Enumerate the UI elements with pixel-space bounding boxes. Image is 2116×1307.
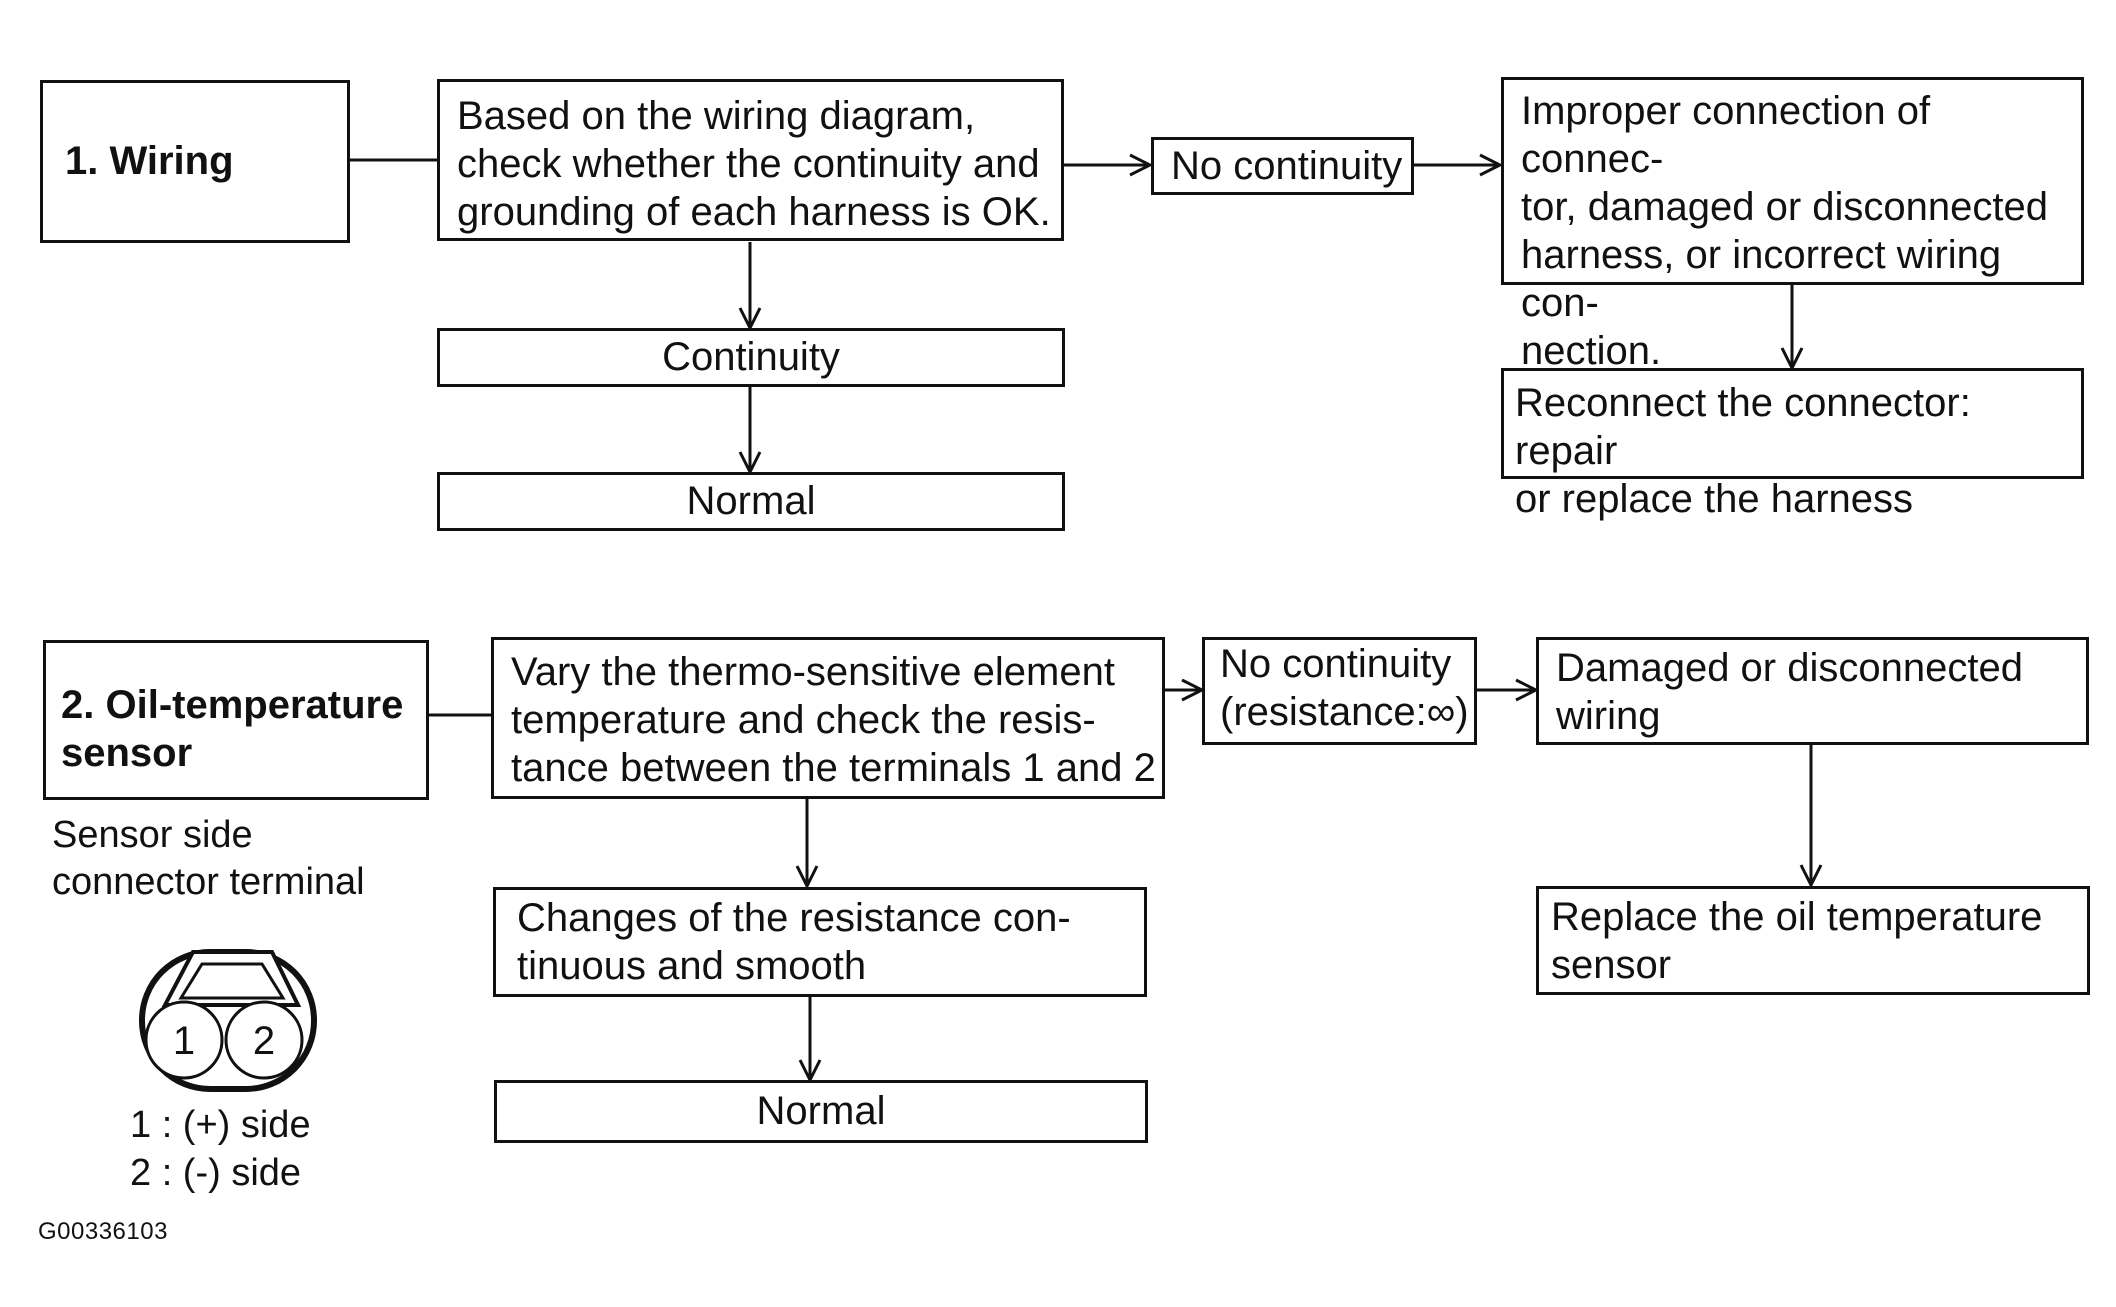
figure-code: G00336103 (38, 1218, 168, 1245)
pin-2-label: 2 (253, 1019, 275, 1063)
sensor-changes-box: Changes of the resistance con- tinuous a… (493, 887, 1147, 997)
step-2-oil-temperature-sensor-box: 2. Oil-temperature sensor (43, 640, 429, 800)
step-1-wiring-box: 1. Wiring (40, 80, 350, 243)
connector-terminal-icon: 1 2 (139, 949, 317, 1092)
wiring-remedy-box: Reconnect the connector: repair or repla… (1501, 368, 2084, 521)
sensor-fault-box: Damaged or disconnected wiring (1536, 637, 2089, 745)
pin-1-label: 1 (173, 1019, 195, 1063)
sensor-remedy-box: Replace the oil temperature sensor (1536, 886, 2090, 995)
connector-caption: Sensor side connector terminal (52, 814, 365, 903)
connector-legend-pin-2: 2 : (-) side (130, 1152, 302, 1194)
sensor-normal-box: Normal (494, 1080, 1148, 1143)
connector-legend-pin-1: 1 : (+) side (130, 1104, 311, 1146)
sensor-no-continuity-box: No continuity (resistance:∞) (1202, 637, 1477, 745)
wiring-check-box: Based on the wiring diagram, check wheth… (437, 79, 1064, 241)
wiring-fault-box: Improper connection of connec- tor, dama… (1501, 77, 2084, 373)
wiring-continuity-box: Continuity (437, 328, 1065, 387)
sensor-check-box: Vary the thermo-sensitive element temper… (491, 637, 1165, 799)
wiring-normal-box: Normal (437, 472, 1065, 531)
wiring-no-continuity-box: No continuity (1151, 137, 1414, 195)
